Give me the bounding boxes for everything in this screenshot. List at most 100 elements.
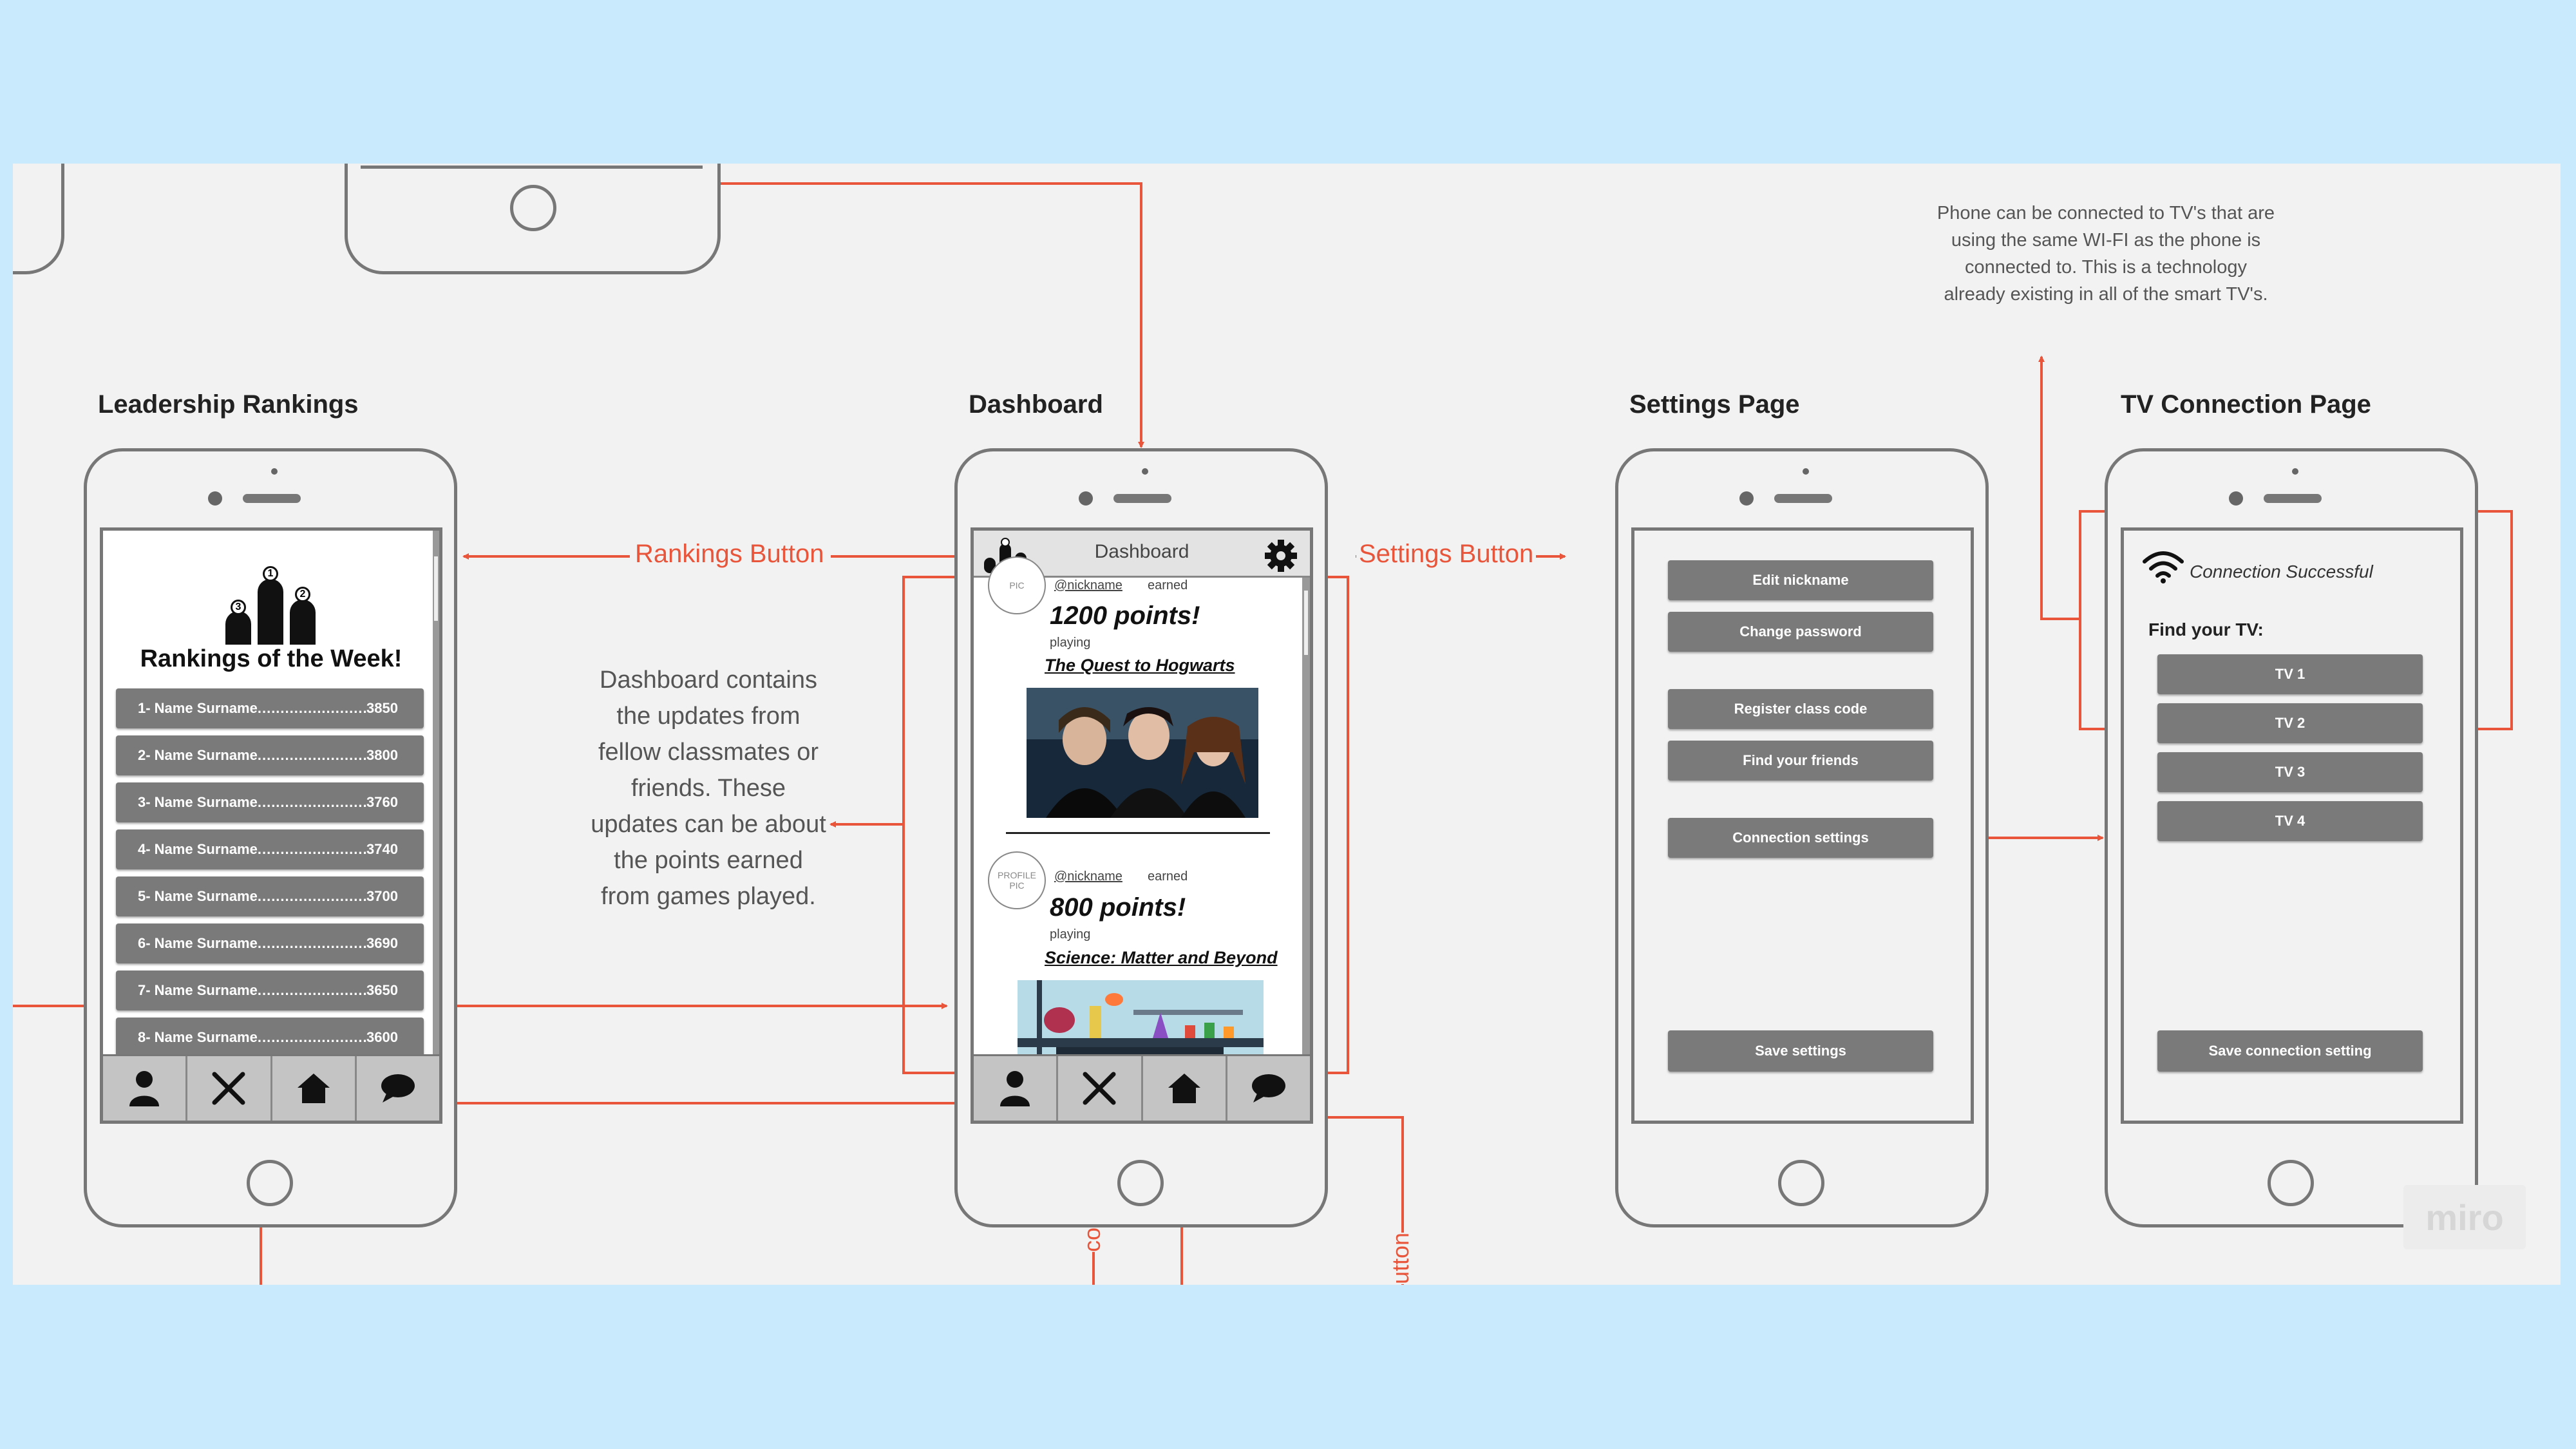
post-playing: playing — [1050, 636, 1091, 650]
avatar[interactable]: PIC — [988, 556, 1046, 614]
whiteboard-canvas: Leadership Rankings Dashboard Settings P… — [13, 164, 2561, 1285]
find-tv-label: Find your TV: — [2148, 620, 2264, 639]
rankings-button-label: Rankings Button — [632, 540, 827, 569]
save-connection-button[interactable]: Save connection setting — [2157, 1030, 2423, 1072]
bottom-nav — [103, 1054, 439, 1121]
nav-home[interactable] — [1143, 1056, 1227, 1121]
user-icon — [129, 1071, 160, 1106]
chat-bubble-icon — [1251, 1074, 1285, 1103]
phone-camera — [1079, 491, 1093, 506]
post-divider — [1006, 832, 1270, 834]
bottom-nav — [974, 1054, 1310, 1121]
home-icon — [297, 1074, 330, 1103]
bottom-utton-label: utton — [1387, 1232, 1414, 1284]
post-playing: playing — [1050, 927, 1091, 942]
partial-phone-home-button[interactable] — [510, 185, 556, 231]
phone-camera — [208, 491, 222, 506]
rank-row[interactable]: 4- Name Surname.........................… — [116, 829, 424, 869]
phone-home-button[interactable] — [1117, 1160, 1164, 1206]
dashboard-screen: Dashboard PIC @nickname earned 1200 poin… — [971, 527, 1313, 1124]
post-earned: earned — [1148, 869, 1188, 884]
tv-option[interactable]: TV 1 — [2157, 654, 2423, 694]
user-icon — [1000, 1071, 1030, 1106]
rankings-phone: 3 1 2 Rankings of the Week! 1- Name Surn… — [84, 448, 457, 1227]
save-settings-button[interactable]: Save settings — [1668, 1030, 1933, 1072]
tv-note: Phone can be connected to TV's that are … — [1937, 203, 2275, 305]
settings-screen: Edit nickname Change password Register c… — [1631, 527, 1974, 1124]
tv-screen: Connection Successful Find your TV: TV 1… — [2121, 527, 2463, 1124]
leadership-title: Leadership Rankings — [98, 390, 359, 419]
phone-camera — [1739, 491, 1754, 506]
phone-home-button[interactable] — [1778, 1160, 1824, 1206]
rank-row[interactable]: 6- Name Surname.........................… — [116, 923, 424, 963]
game-cover-image[interactable] — [1027, 688, 1258, 818]
tv-note-connector — [2038, 355, 2080, 620]
podium-first: 1 — [263, 566, 278, 582]
tv-option[interactable]: TV 4 — [2157, 801, 2423, 841]
rank-row[interactable]: 2- Name Surname.........................… — [116, 735, 424, 775]
rank-row[interactable]: 1- Name Surname.........................… — [116, 688, 424, 728]
chat-bubble-icon — [381, 1074, 415, 1103]
post-nickname[interactable]: @nickname — [1054, 578, 1122, 592]
phone-home-button[interactable] — [247, 1160, 293, 1206]
edit-nickname-button[interactable]: Edit nickname — [1668, 560, 1933, 600]
podium-third: 3 — [231, 600, 246, 615]
change-password-button[interactable]: Change password — [1668, 612, 1933, 652]
find-friends-button[interactable]: Find your friends — [1668, 741, 1933, 781]
rankings-screen: 3 1 2 Rankings of the Week! 1- Name Surn… — [100, 527, 442, 1124]
phone-sensor — [271, 468, 278, 475]
nav-chat[interactable] — [357, 1056, 439, 1121]
post-game-title[interactable]: The Quest to Hogwarts — [1045, 656, 1235, 675]
tv-option[interactable]: TV 3 — [2157, 752, 2423, 792]
register-class-code-button[interactable]: Register class code — [1668, 689, 1933, 729]
post-points: 800 points! — [1050, 893, 1186, 922]
tv-option[interactable]: TV 2 — [2157, 703, 2423, 743]
tv-phone: Connection Successful Find your TV: TV 1… — [2105, 448, 2478, 1227]
feed-scrollbar[interactable] — [1302, 578, 1310, 1063]
nav-chat[interactable] — [1227, 1056, 1310, 1121]
connection-status: Connection Successful — [2190, 562, 2373, 582]
dashboard-phone: Dashboard PIC @nickname earned 1200 poin… — [954, 448, 1328, 1227]
partial-phone-screen-bottom — [361, 166, 703, 169]
rank-row[interactable]: 8- Name Surname.........................… — [116, 1018, 424, 1057]
tv-title: TV Connection Page — [2121, 390, 2371, 419]
gear-icon[interactable] — [1264, 538, 1298, 573]
home-icon — [1168, 1074, 1200, 1103]
podium-second: 2 — [295, 587, 310, 602]
crossed-swords-icon — [212, 1072, 245, 1105]
avatar[interactable]: PROFILE PIC — [988, 851, 1046, 909]
dashboard-header-title: Dashboard — [1094, 541, 1189, 562]
phone-sensor — [1142, 468, 1148, 475]
settings-button-label: Settings Button — [1356, 540, 1537, 569]
science-game-image[interactable] — [1018, 980, 1264, 1064]
phone-speaker — [243, 494, 301, 503]
nav-profile[interactable] — [103, 1056, 188, 1121]
phone-speaker — [1774, 494, 1832, 503]
wifi-icon — [2143, 551, 2184, 583]
rank-row[interactable]: 7- Name Surname.........................… — [116, 971, 424, 1010]
nav-games[interactable] — [1058, 1056, 1143, 1121]
post-game-title[interactable]: Science: Matter and Beyond — [1045, 948, 1278, 967]
connection-settings-button[interactable]: Connection settings — [1668, 818, 1933, 858]
settings-phone: Edit nickname Change password Register c… — [1615, 448, 1989, 1227]
phone-sensor — [1803, 468, 1809, 475]
nav-games[interactable] — [187, 1056, 272, 1121]
crossed-swords-icon — [1083, 1072, 1116, 1105]
post-earned: earned — [1148, 578, 1188, 592]
post-nickname[interactable]: @nickname — [1054, 869, 1122, 884]
miro-watermark: miro — [2403, 1185, 2526, 1249]
rankings-heading: Rankings of the Week! — [140, 645, 402, 672]
partial-phone-left — [13, 164, 64, 274]
phone-camera — [2229, 491, 2243, 506]
nav-profile[interactable] — [974, 1056, 1059, 1121]
scrollbar[interactable] — [433, 531, 439, 1065]
phone-sensor — [2292, 468, 2298, 475]
rank-row[interactable]: 5- Name Surname.........................… — [116, 876, 424, 916]
post-points: 1200 points! — [1050, 601, 1200, 630]
phone-speaker — [1113, 494, 1171, 503]
settings-title: Settings Page — [1629, 390, 1800, 419]
rank-row[interactable]: 3- Name Surname.........................… — [116, 782, 424, 822]
nav-home[interactable] — [272, 1056, 357, 1121]
phone-home-button[interactable] — [2268, 1160, 2314, 1206]
podium-icon: 3 1 2 — [219, 553, 322, 645]
